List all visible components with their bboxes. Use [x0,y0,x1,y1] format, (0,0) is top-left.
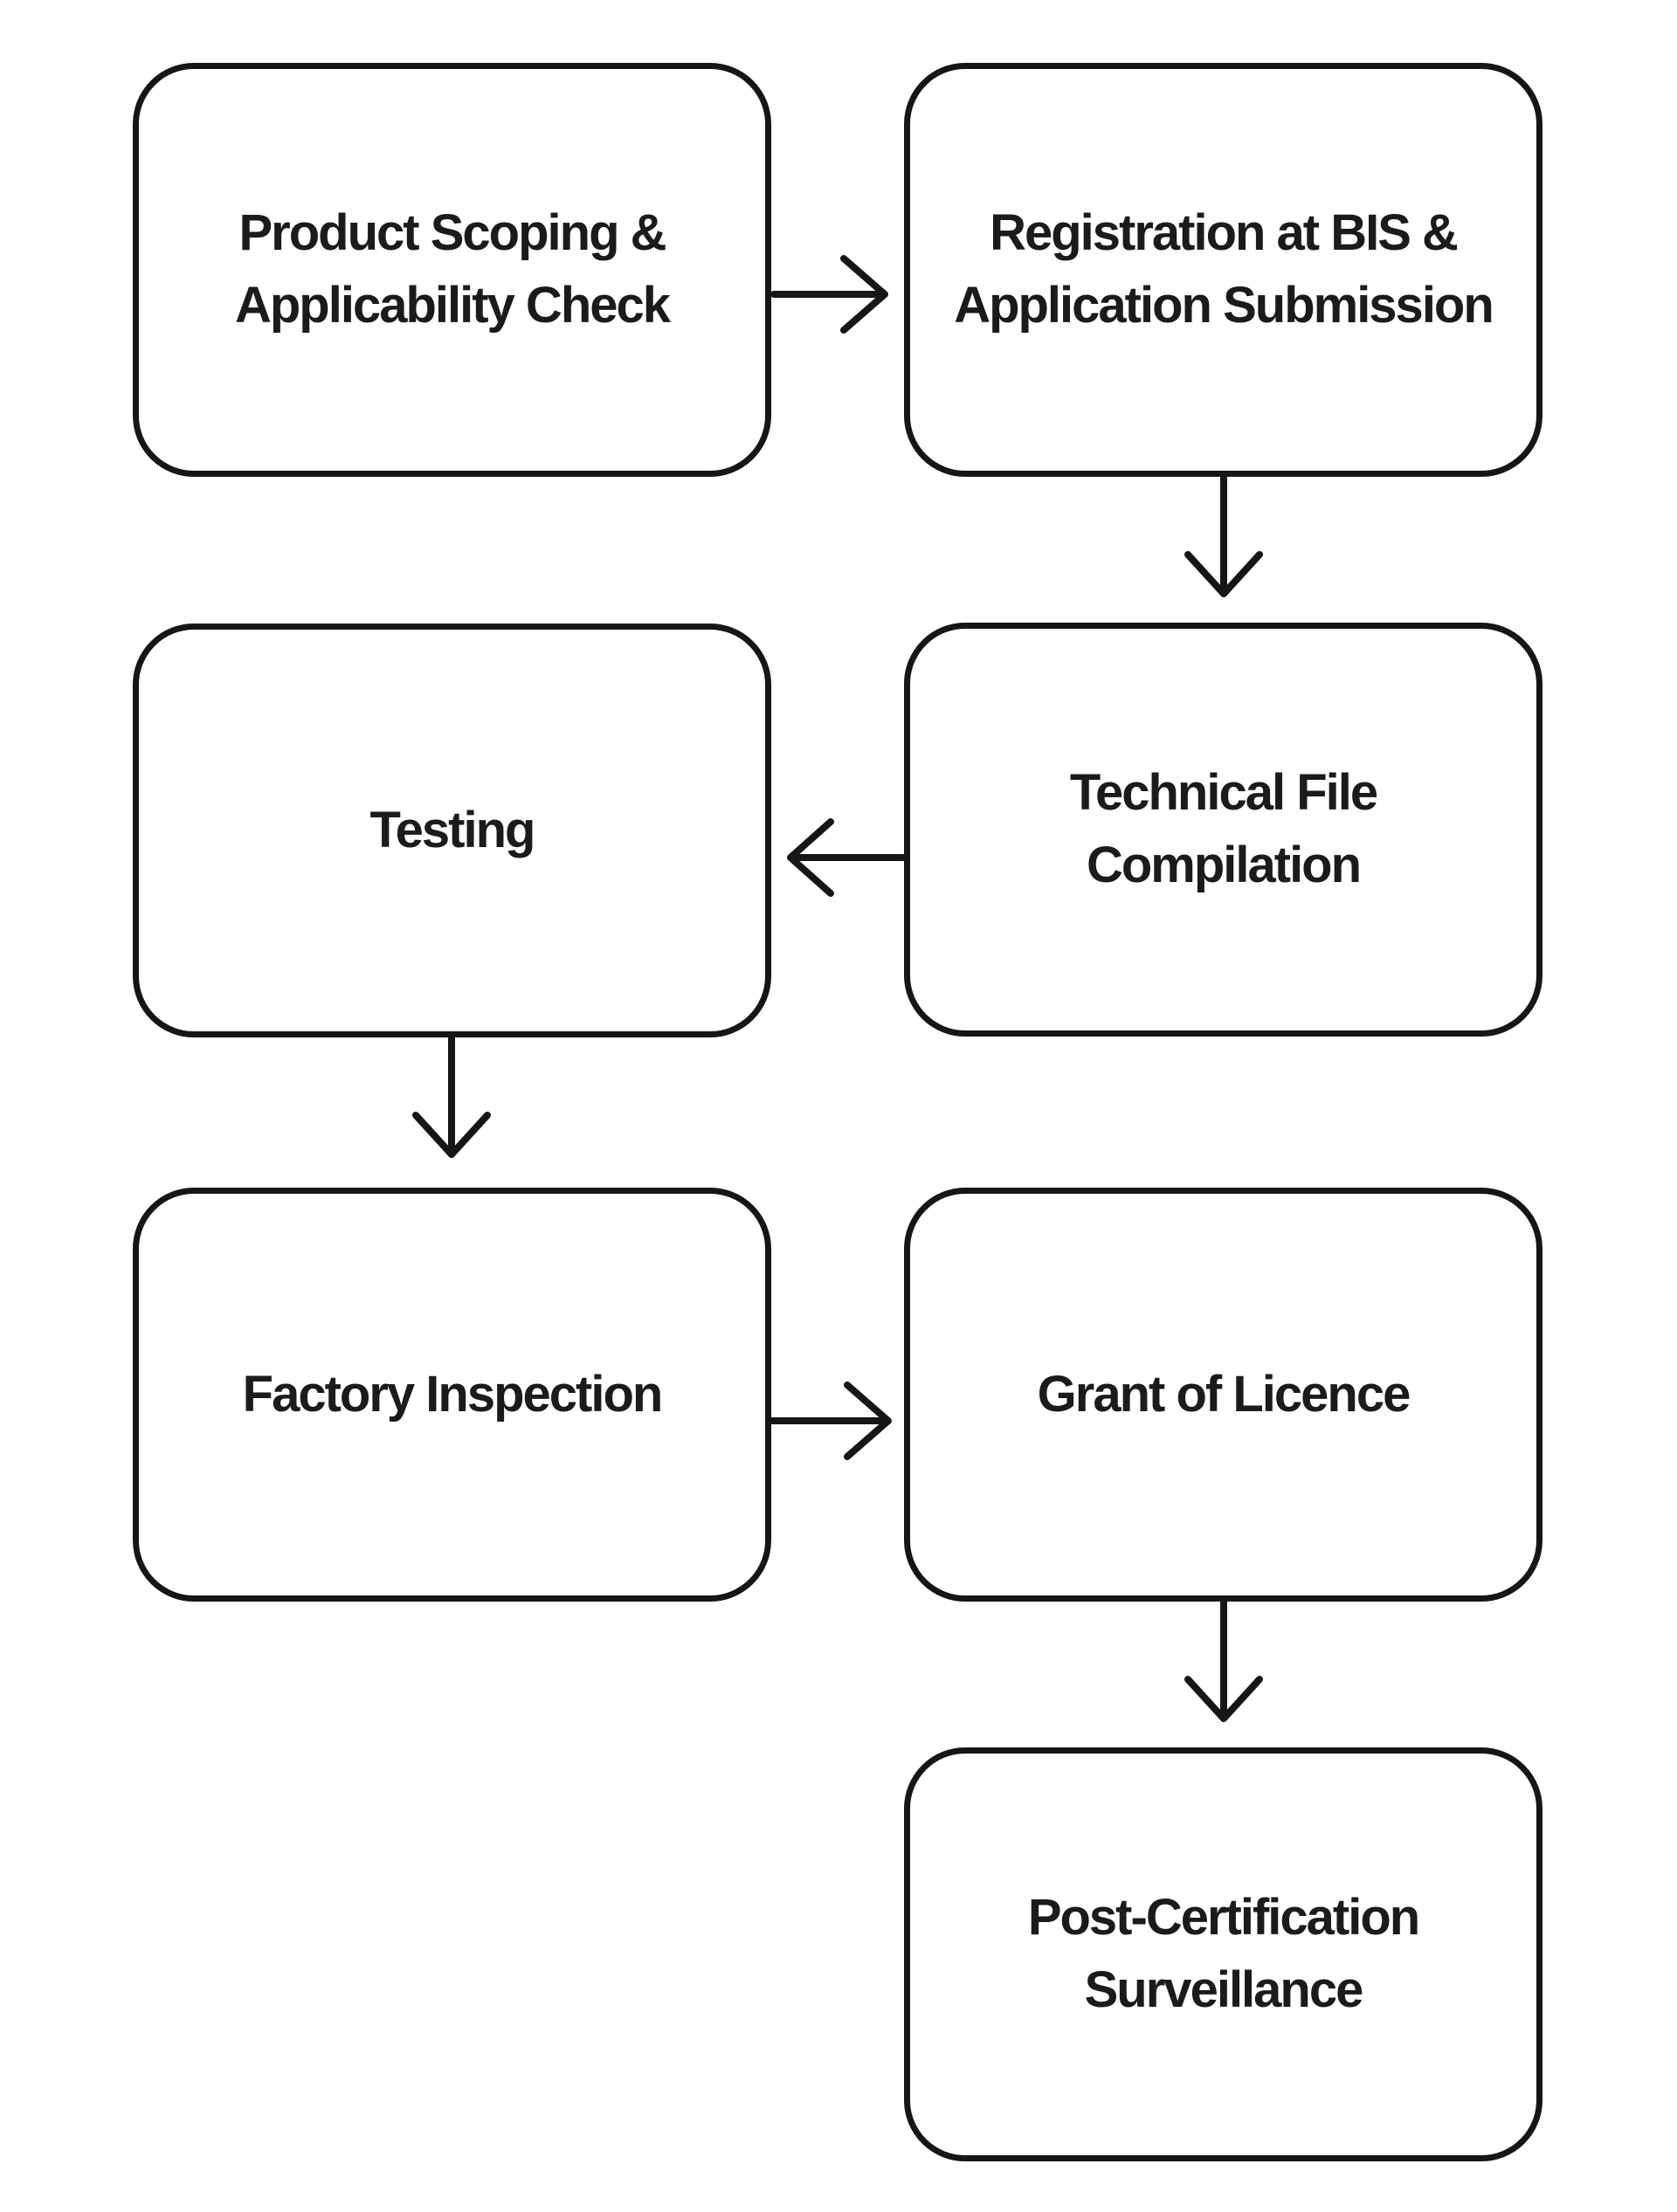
arrow-technical-file-to-testing [787,818,907,897]
node-grant-of-licence: Grant of Licence [904,1188,1542,1602]
node-label-line: Applicability Check [234,277,671,334]
arrow-grant-of-licence-to-post-certification [1184,1599,1263,1722]
node-label-line: Testing [369,801,536,858]
node-technical-file: Technical File Compilation [904,623,1542,1037]
node-label-line: Grant of Licence [1037,1365,1411,1423]
node-product-scoping: Product Scoping & Applicability Check [133,63,771,477]
node-registration: Registration at BIS & Application Submis… [904,63,1542,477]
arrow-product-scoping-to-registration [770,255,888,334]
arrow-factory-inspection-to-grant-of-licence [769,1382,892,1460]
node-label-line: Surveillance [1084,1961,1364,2018]
node-label-line: Post-Certification [1027,1889,1420,1947]
node-label-line: Factory Inspection [242,1365,664,1423]
node-factory-inspection: Factory Inspection [133,1188,771,1602]
arrow-registration-to-technical-file [1184,473,1263,597]
node-label-line: Compilation [1086,837,1362,893]
node-post-certification: Post-Certification Surveillance [904,1747,1542,2161]
node-label-line: Product Scoping & [238,204,667,262]
node-label-line: Technical File [1069,764,1378,822]
node-label-line: Application Submission [954,277,1494,334]
arrow-testing-to-factory-inspection [412,1035,491,1158]
node-testing: Testing [133,624,771,1037]
node-label-line: Registration at BIS & [990,204,1459,262]
